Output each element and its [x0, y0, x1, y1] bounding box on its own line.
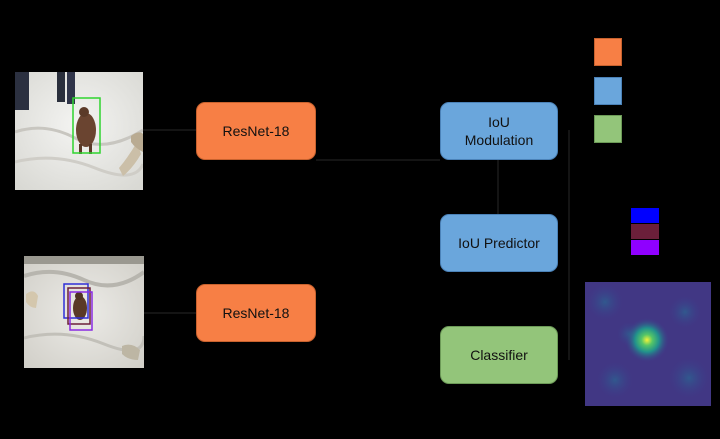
classifier-block[interactable]: Classifier	[440, 326, 558, 384]
proposal-color-blue	[631, 208, 659, 223]
iou-modulation-block[interactable]: IoU Modulation	[440, 102, 558, 160]
proposal-color-purple	[631, 240, 659, 255]
proposal-color-maroon	[631, 224, 659, 239]
top-input-photo	[15, 72, 143, 190]
test-frame-image	[24, 256, 144, 368]
resnet18-bottom-label: ResNet-18	[222, 305, 290, 321]
legend-blue-swatch	[594, 77, 622, 105]
legend-orange-swatch	[594, 38, 622, 66]
resnet18-bottom-block[interactable]: ResNet-18	[196, 284, 316, 342]
iou-modulation-label: IoU Modulation	[464, 114, 534, 148]
bottom-input-photo	[24, 256, 144, 368]
reference-frame-image	[15, 72, 143, 190]
resnet18-top-block[interactable]: ResNet-18	[196, 102, 316, 160]
legend-green-swatch	[594, 115, 622, 143]
resnet18-top-label: ResNet-18	[222, 123, 290, 139]
target-confidence-heatmap	[585, 282, 711, 406]
iou-predictor-block[interactable]: IoU Predictor	[440, 214, 558, 272]
classifier-label: Classifier	[470, 347, 528, 363]
iou-predictor-label: IoU Predictor	[458, 235, 540, 251]
confidence-heatmap	[585, 282, 711, 406]
